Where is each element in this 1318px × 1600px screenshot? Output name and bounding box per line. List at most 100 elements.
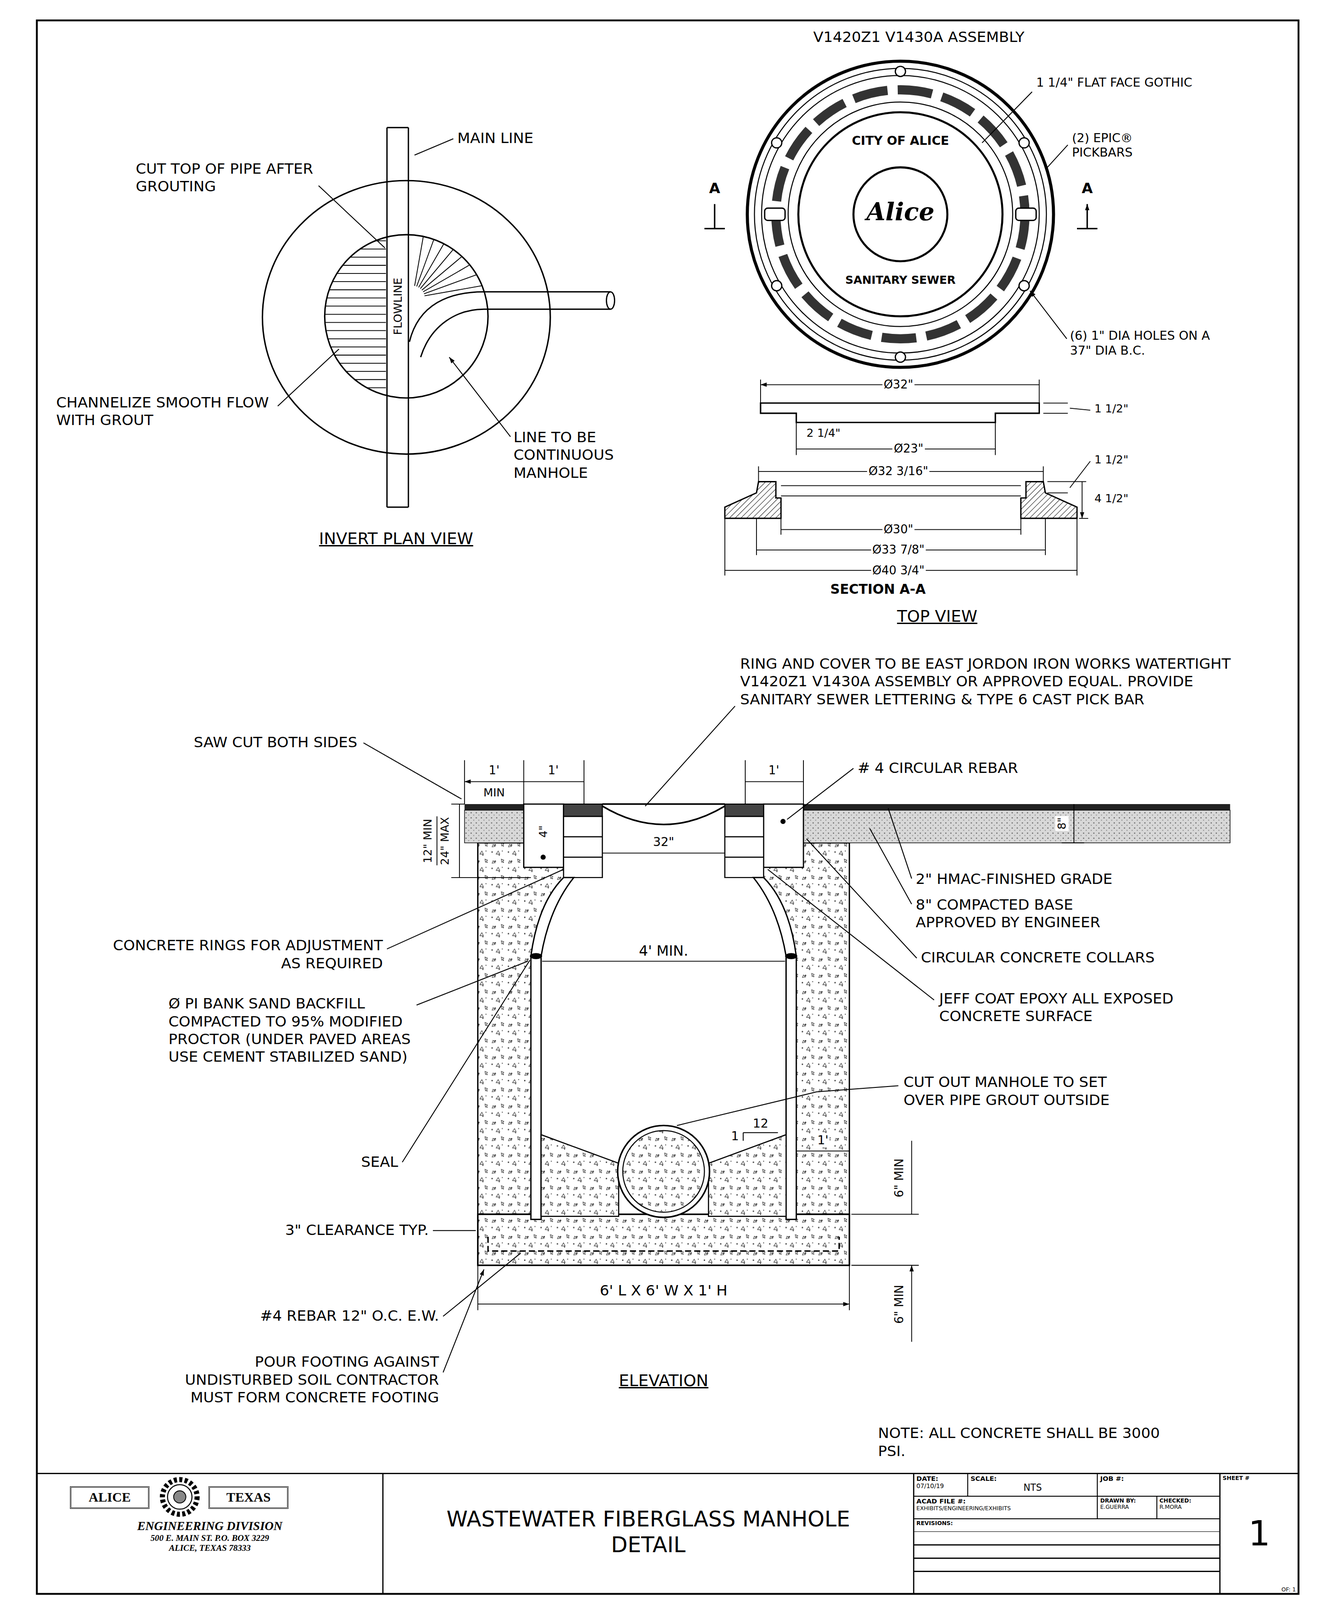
elevation: [363, 706, 1230, 1374]
slope-mark: [743, 1132, 779, 1142]
frame-ring: [724, 804, 764, 817]
callout-note: 8" COMPACTED BASE APPROVED BY ENGINEER: [915, 896, 1151, 933]
section-marker: A: [1081, 179, 1094, 197]
leader-lines: [982, 92, 1068, 339]
cover-top-view: [704, 61, 1098, 368]
callout-note: MAIN LINE: [457, 129, 534, 148]
dimension-label: 12" MIN: [421, 819, 435, 864]
callout-note: # 4 CIRCULAR REBAR: [857, 759, 1019, 778]
callout-note: NOTE: ALL CONCRETE SHALL BE 3000 PSI.: [877, 1424, 1175, 1461]
extension-lines: [724, 379, 1089, 576]
cell-text: ALICE: [88, 1490, 131, 1506]
joint-seal: [529, 953, 543, 960]
cover-ring: [754, 68, 1047, 361]
dimension-label: 4' MIN.: [639, 942, 689, 960]
logo-cell: ENGINEERING DIVISION500 E. MAIN ST. P.O.…: [36, 1474, 383, 1595]
callout-note: CONCRETE RINGS FOR ADJUSTMENT AS REQUIRE…: [106, 937, 383, 973]
dimension-label: 1 1/2": [1094, 453, 1129, 467]
title-block-cell: DRAWN BY:E.GUERRA: [1097, 1496, 1157, 1520]
title-block-cell: SCALE:NTS: [967, 1474, 1098, 1497]
cover-ring: [798, 112, 1003, 317]
cell-text: SCALE:: [970, 1475, 997, 1484]
dimension-label: 6' L X 6' W X 1' H: [599, 1282, 728, 1300]
bolt-hole: [895, 66, 906, 77]
callout-note: 3" CLEARANCE TYP.: [285, 1221, 429, 1240]
main-pipe: [386, 127, 409, 508]
bolt-hole: [771, 280, 782, 292]
callout-note: LINE TO BE CONTINUOUS MANHOLE: [513, 428, 657, 483]
extension-lines: [451, 760, 1085, 1311]
callout-note: JEFF COAT EPOXY ALL EXPOSED CONCRETE SUR…: [939, 990, 1236, 1026]
grout-hatch: [324, 241, 386, 389]
dimension-lines: [724, 385, 1083, 571]
cell-text: 07/10/19: [916, 1483, 944, 1491]
border: [37, 20, 1299, 1595]
joint-seal: [784, 953, 798, 960]
collar-rebar: [540, 854, 546, 860]
dimension-label: 1: [731, 1129, 739, 1145]
view-title: SECTION A-A: [830, 581, 926, 598]
cell-text: EXHIBITS/ENGINEERING/EXHIBITS: [916, 1505, 1011, 1513]
dimension-label: 6" MIN: [892, 1285, 907, 1324]
callout-note: CHANNELIZE SMOOTH FLOW WITH GROUT: [55, 394, 276, 430]
cell-text: JOB #:: [1099, 1475, 1124, 1484]
callout-note: #4 REBAR 12" O.C. E.W.: [259, 1307, 439, 1326]
lateral-pipe: [409, 292, 611, 358]
callout-note: SAW CUT BOTH SIDES: [193, 733, 358, 752]
logo-gear-hub: [167, 1485, 192, 1510]
section-ticks: [704, 227, 1098, 230]
pipe-section: [617, 1125, 710, 1218]
callout-note: (2) EPIC® PICKBARS: [1072, 130, 1185, 161]
dimension-label: MIN: [483, 786, 505, 800]
concrete-collar: [523, 804, 564, 868]
cover-lettering: Alice: [866, 197, 935, 227]
compacted-base: [464, 810, 524, 844]
callout-note: CUT OUT MANHOLE TO SET OVER PIPE GROUT O…: [903, 1073, 1124, 1110]
concrete-collar: [763, 804, 804, 868]
dimension-leaders: [1069, 408, 1091, 488]
dimension-label: Ø33 7/8": [871, 542, 927, 557]
title-block-cell: REVISIONS:: [913, 1519, 1221, 1533]
dimension-label: 1': [488, 763, 500, 778]
hmac-layer: [803, 804, 1230, 811]
dimension-label: Ø23": [892, 441, 925, 456]
callout-note: 2" HMAC-FINISHED GRADE: [915, 870, 1113, 889]
cell-text: SHEET #: [1222, 1475, 1250, 1482]
callout-note: FLOWLINE: [390, 276, 405, 337]
manhole-wall: [530, 956, 542, 1220]
cover-ring: [788, 102, 1013, 327]
adjustment-rings: [563, 816, 764, 878]
manhole-outline: [262, 180, 551, 455]
bolt-hole: [1019, 137, 1030, 149]
callout-note: SEAL: [361, 1153, 399, 1172]
collar-rebar: [780, 819, 786, 825]
title-block-cell: CHECKED:R.MORA: [1156, 1496, 1221, 1520]
frame-section: [1020, 481, 1077, 519]
cell-text: DRAWN BY:: [1099, 1498, 1136, 1505]
cell-text: CHECKED:: [1159, 1498, 1192, 1505]
leader-lines: [277, 139, 511, 437]
callout-note: 1 1/4" FLAT FACE GOTHIC: [1036, 75, 1200, 91]
dimension-divider: [436, 816, 438, 866]
footing-rebar: [487, 1237, 840, 1252]
footing: [478, 1214, 850, 1266]
manhole-cone: [753, 877, 797, 957]
cell-text: DATE:: [916, 1475, 938, 1484]
dimension-label: 32": [651, 835, 676, 850]
cell-text: TEXAS: [226, 1490, 271, 1506]
dimension-label: Ø32": [882, 377, 915, 392]
dimension-label: 1': [547, 763, 559, 778]
logo-banner: ALICE: [69, 1486, 150, 1510]
cover-rim: [747, 61, 1054, 368]
manhole-interior: [530, 816, 797, 1220]
leader-lines: [363, 706, 934, 1374]
cover-slots: [775, 89, 1026, 339]
callout-note: CUT TOP OF PIPE AFTER GROUTING: [135, 160, 318, 196]
logo-banner: TEXAS: [208, 1486, 288, 1510]
callout-note: Ø PI BANK SAND BACKFILL COMPACTED TO 95%…: [168, 995, 414, 1067]
title-block-cell: JOB #:: [1097, 1474, 1220, 1497]
section-a-a: [724, 379, 1091, 576]
pickbar: [1015, 208, 1036, 221]
cell-text: OF: 1: [1281, 1587, 1296, 1594]
cell-text: 1: [1248, 1514, 1271, 1555]
